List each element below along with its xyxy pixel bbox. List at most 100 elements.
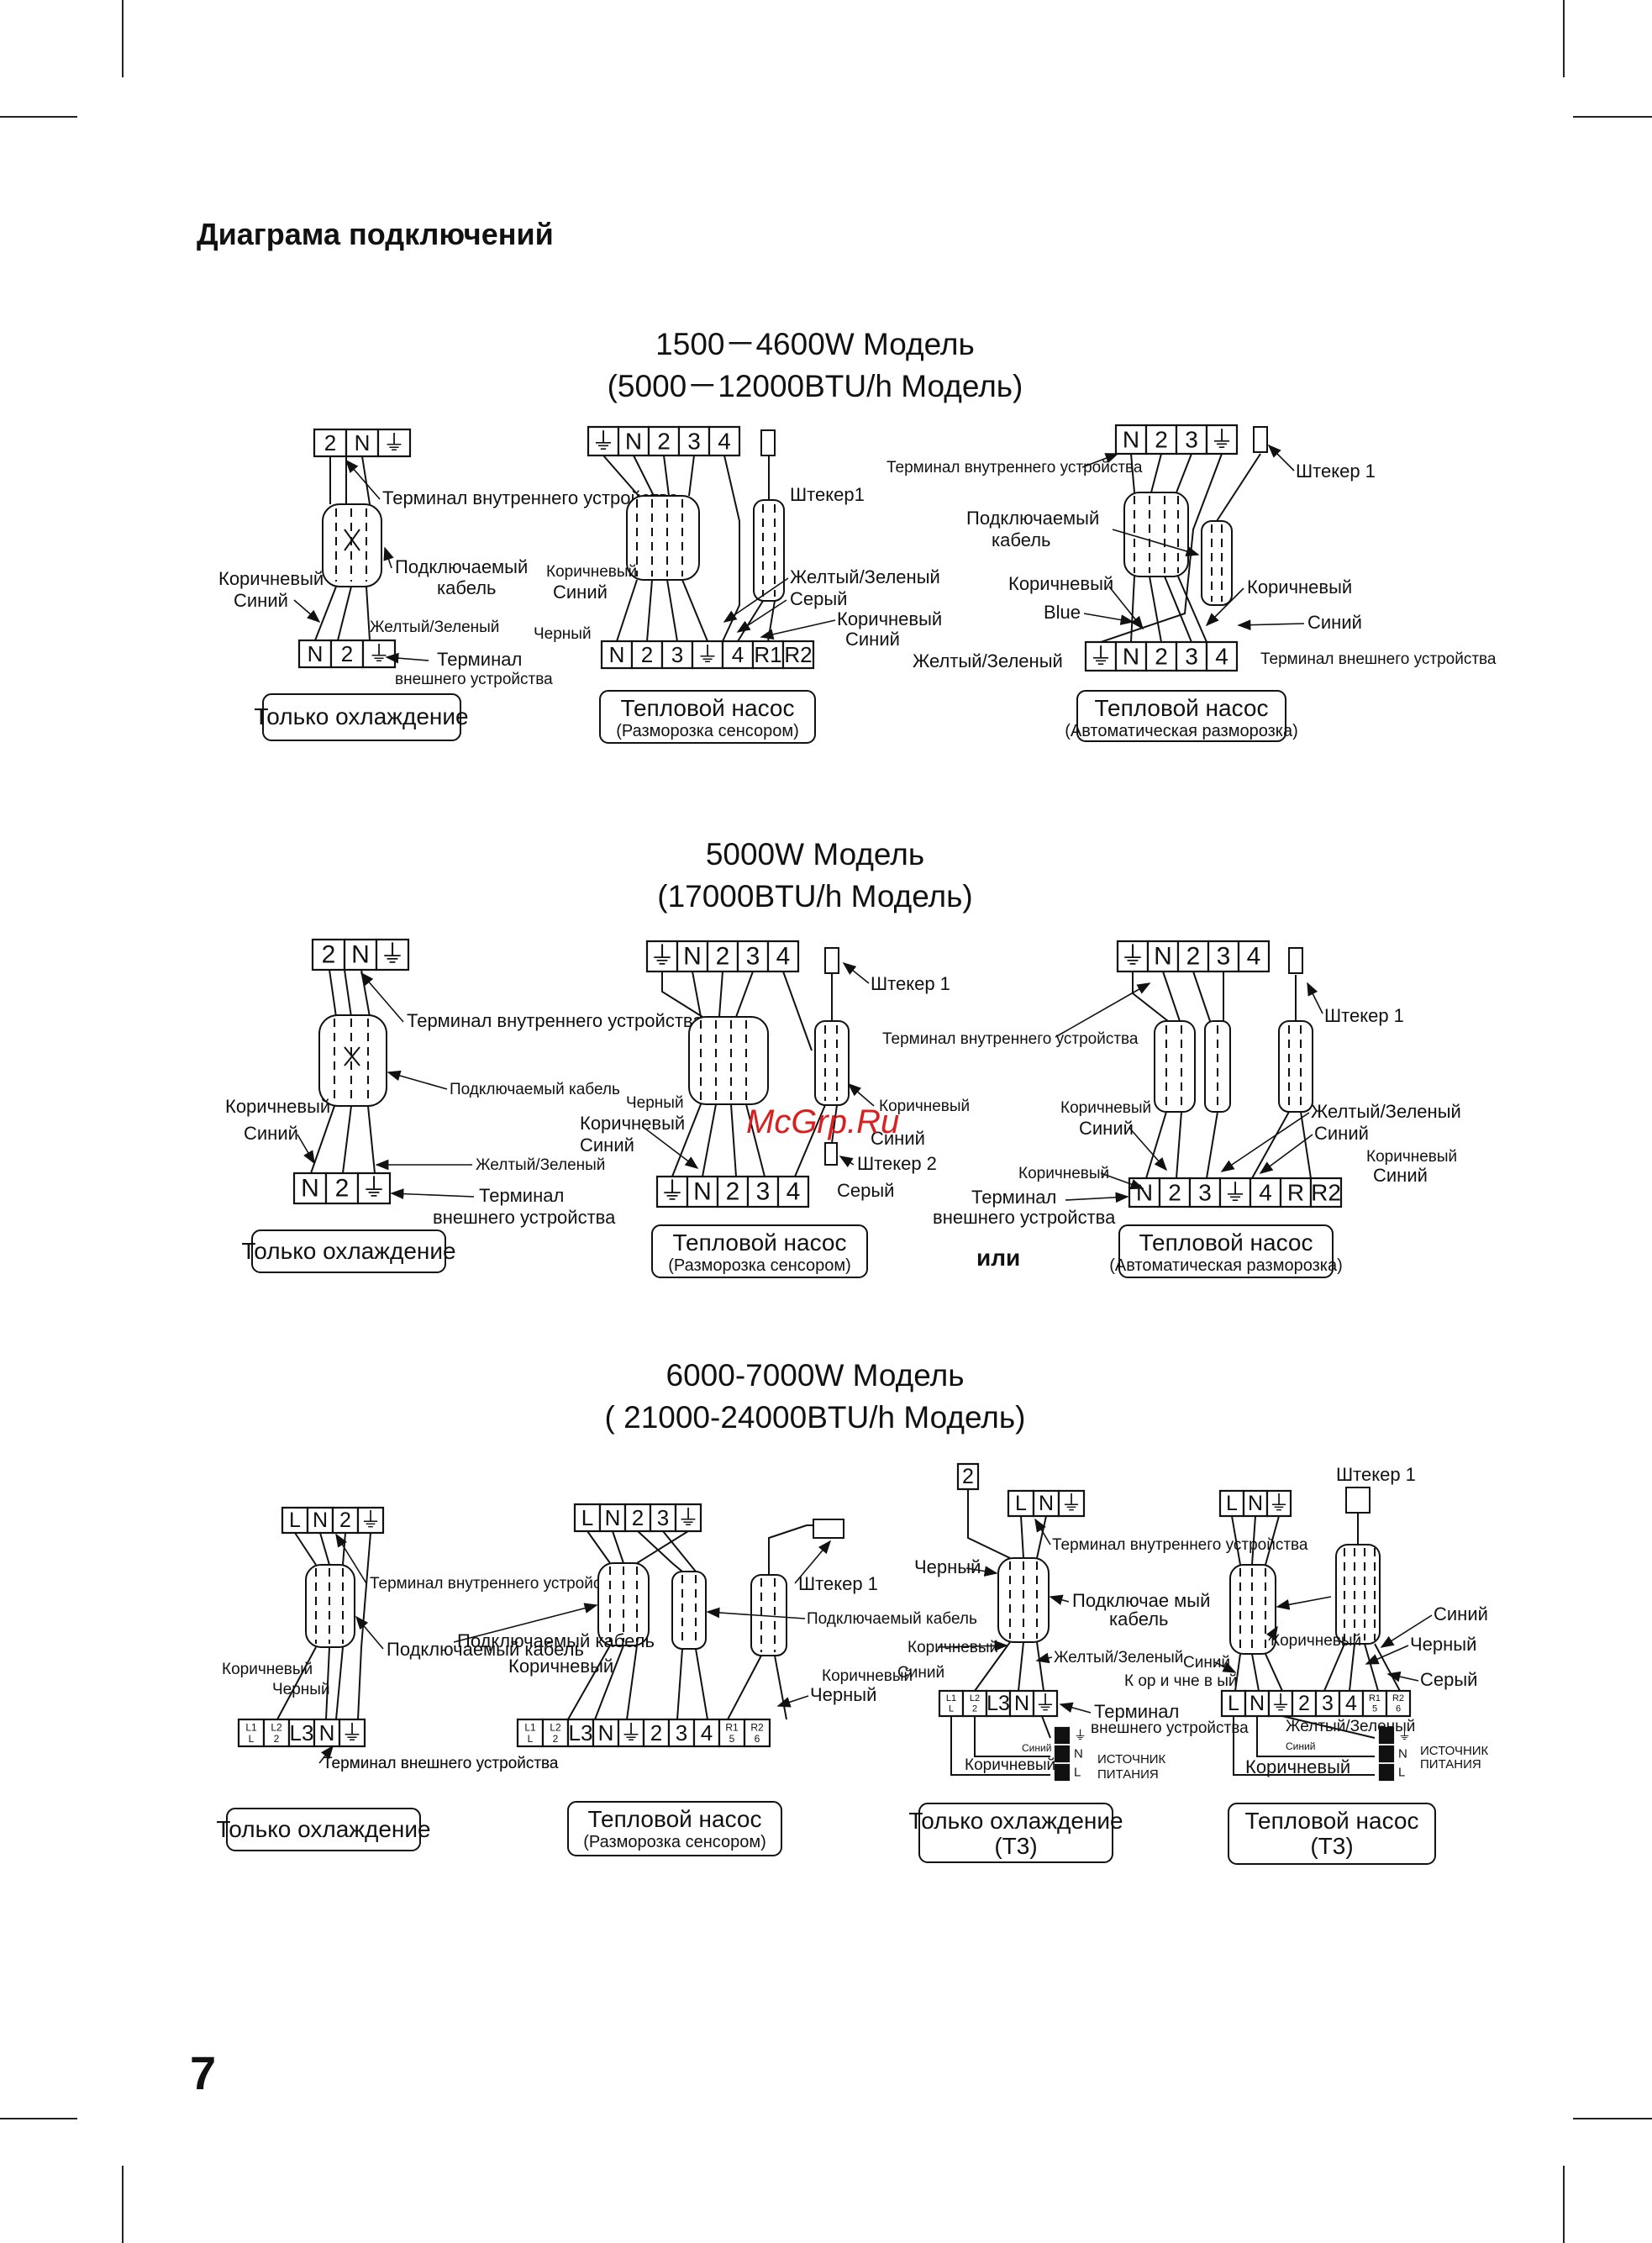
terminal-label: 2 (641, 642, 653, 667)
label-brown: Коричневый (222, 1661, 313, 1678)
terminal-label: 4 (718, 429, 731, 455)
label-brown: Коричневый (879, 1098, 970, 1115)
crop-mark (0, 116, 77, 118)
terminal-label: N (351, 941, 370, 969)
label-blue: Синий (1307, 612, 1362, 633)
label-outdoor-terminal: Терминал внешнего устройства (323, 1755, 559, 1772)
terminal-label: 3 (1322, 1692, 1334, 1715)
box-cooling-only: Только охлаждение (216, 1816, 430, 1842)
terminal-label: ⏚ (650, 943, 675, 971)
label-blue: Синий (1314, 1123, 1369, 1144)
terminal-cell (1057, 1489, 1086, 1518)
label-brown: Коричневый (837, 608, 942, 629)
crop-mark (1563, 2166, 1565, 2243)
label-brown: Коричневый (908, 1639, 998, 1656)
label-outdoor-terminal: Терминал внешнего устройства (1260, 650, 1497, 668)
page-number: 7 (190, 2046, 217, 2099)
label-blue: Синий (580, 1135, 634, 1156)
terminal-cell (343, 938, 378, 971)
terminal-cell (776, 1175, 810, 1208)
terminal-label: 2 (322, 941, 336, 969)
terminal-label: N (1398, 1747, 1407, 1761)
terminal-cell (1054, 1745, 1071, 1763)
label-gray: Серый (790, 588, 847, 609)
terminal-cell (716, 1175, 750, 1208)
label-of-outdoor-unit: внешнего устройства (933, 1207, 1116, 1228)
terminal-label: ⏚ (1034, 1692, 1055, 1715)
terminal-cell (956, 1462, 980, 1491)
section-1-line2: (5000－12000BTU/h Модель) (607, 369, 1023, 403)
box-cooling-only: Только охлаждение (241, 1238, 455, 1264)
terminal-label: N (1074, 1747, 1083, 1761)
terminal-cell (237, 1718, 266, 1748)
label-plug1: Штекер 1 (871, 973, 950, 994)
label-of-outdoor-unit: внешнего устройства (395, 671, 553, 688)
terminal-label: ⏚ (380, 941, 405, 969)
terminal-cell (281, 1506, 309, 1535)
label-terminal: Терминал (437, 649, 522, 670)
terminal-cell (1291, 1689, 1318, 1718)
terminal-cell (1385, 1689, 1412, 1718)
box-t3: (T3) (1310, 1833, 1353, 1859)
label-gray: Серый (1420, 1669, 1477, 1690)
label-brown: Коричневый (1245, 1756, 1350, 1777)
terminal-label: ⏚ (1210, 427, 1234, 453)
terminal-cell (686, 1175, 719, 1208)
terminal-label: N (308, 641, 324, 666)
box-heat-pump: Тепловой насос (588, 1806, 762, 1832)
terminal-label: 3 (1198, 1180, 1212, 1206)
terminal-label: 3 (657, 1505, 669, 1530)
label-brown: Коричневый (822, 1667, 913, 1685)
terminal-cell (345, 428, 380, 458)
label-blue: Синий (553, 582, 608, 603)
terminal-cell (1114, 424, 1148, 455)
label-outdoor-terminal: Терминал внешнего устройства (323, 1755, 559, 1772)
terminal-label: 2 (1298, 1692, 1310, 1715)
terminal-label: N (1248, 1492, 1263, 1515)
label-connecting: Подключаемый (395, 556, 528, 577)
label-yellow-green: Желтый/Зеленый (1054, 1649, 1183, 1666)
crop-mark (1563, 0, 1565, 77)
label-brown: Коричневый (965, 1756, 1055, 1774)
terminal-label: 2 (341, 641, 353, 666)
label-connecting-cable: Подключаемый кабель (387, 1639, 584, 1660)
box-cooling-only: Только охлаждение (254, 703, 468, 729)
section-1-line1: 1500－4600W Модель (655, 327, 975, 361)
terminal-cell (1249, 1177, 1282, 1208)
terminal-cell (1309, 1177, 1343, 1208)
box-defrost-sensor: (Разморозка сенсором) (583, 1833, 766, 1851)
terminal-label: 3 (1185, 427, 1198, 453)
terminal-cell (674, 1503, 702, 1533)
terminal-label: 3 (1185, 644, 1198, 670)
terminal-label: ⏚ (1270, 1692, 1291, 1715)
terminal-label: L (1228, 1692, 1239, 1715)
terminal-label: ⏚ (1060, 1492, 1081, 1515)
terminal-label: L3 (569, 1720, 593, 1745)
terminal-label: N (625, 429, 642, 455)
terminal-label: R1 (754, 642, 781, 667)
terminal-cell (1378, 1763, 1395, 1782)
label-plug1: Штекер 1 (1324, 1005, 1404, 1026)
label-indoor-terminal: Терминал внутреннего устройства (1052, 1536, 1308, 1554)
terminal-label: N (605, 1505, 621, 1530)
crop-mark (1573, 116, 1652, 118)
box-t3: (T3) (994, 1833, 1037, 1859)
terminal-label: R (1287, 1180, 1304, 1206)
label-black: Черный (810, 1684, 876, 1705)
box-defrost-sensor: (Разморозка сенсором) (668, 1256, 851, 1275)
label-brown: Коричневый (1008, 573, 1113, 594)
label-cable: кабель (1109, 1609, 1169, 1630)
terminal-label: 3 (1217, 943, 1231, 971)
terminal-label: ⏚ (341, 1720, 363, 1745)
label-blue: Синий (1434, 1603, 1488, 1624)
label-connecting-cable: Подключаемый кабель (457, 1630, 655, 1651)
